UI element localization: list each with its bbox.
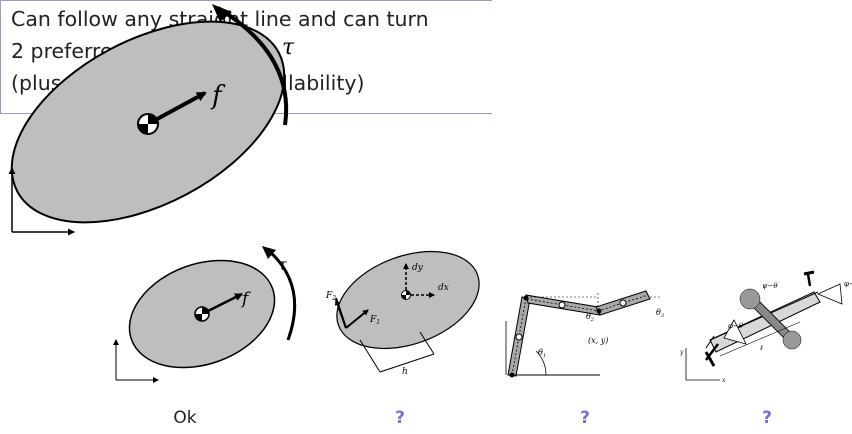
snakeboard-figure: ψ−θ φ−θ φ− ℓ y x: [680, 270, 852, 384]
snake-robot-figure: θ1 θ2 θ3 (x, y): [505, 290, 664, 378]
theta2-label: θ2: [586, 312, 594, 323]
tau-label: τ: [282, 35, 295, 60]
main-rigid-body-figure: τ f: [8, 4, 295, 236]
phi-label: φ−: [844, 280, 852, 288]
tau-label: τ: [278, 255, 288, 274]
torque-arc: [267, 248, 297, 341]
caption-question-2: ?: [395, 408, 405, 428]
psi-theta-label: ψ−θ: [762, 282, 778, 290]
center-of-mass-icon: [194, 306, 210, 322]
snakeboard-body: [705, 291, 821, 353]
caption-ok: Ok: [173, 408, 197, 428]
f1-label: F1: [369, 315, 380, 326]
xy-label: (x, y): [588, 336, 608, 345]
caption-question-4: ?: [762, 408, 772, 428]
phi-theta-label: φ−θ: [728, 322, 744, 330]
ell-label: ℓ: [759, 344, 763, 352]
hovercraft-figure: dy dx F2 F1 h: [325, 250, 480, 377]
caption-question-3: ?: [580, 408, 590, 428]
theta1-label: θ1: [538, 348, 546, 359]
small-rigid-body-figure: τ f: [113, 246, 297, 383]
y-axis-label: y: [680, 349, 684, 356]
dy-label: dy: [412, 263, 424, 273]
dx-label: dx: [438, 283, 449, 293]
f-label: f: [240, 289, 251, 309]
center-of-mass-icon: [401, 290, 411, 300]
torque-arc: [216, 6, 289, 126]
h-label: h: [402, 367, 408, 377]
center-of-mass-icon: [137, 113, 159, 135]
theta3-label: θ3: [656, 308, 664, 319]
h-dimension: [379, 353, 435, 373]
f2-label: F2: [325, 291, 336, 302]
body-ellipse: [336, 250, 480, 350]
x-axis-label: x: [722, 377, 726, 384]
